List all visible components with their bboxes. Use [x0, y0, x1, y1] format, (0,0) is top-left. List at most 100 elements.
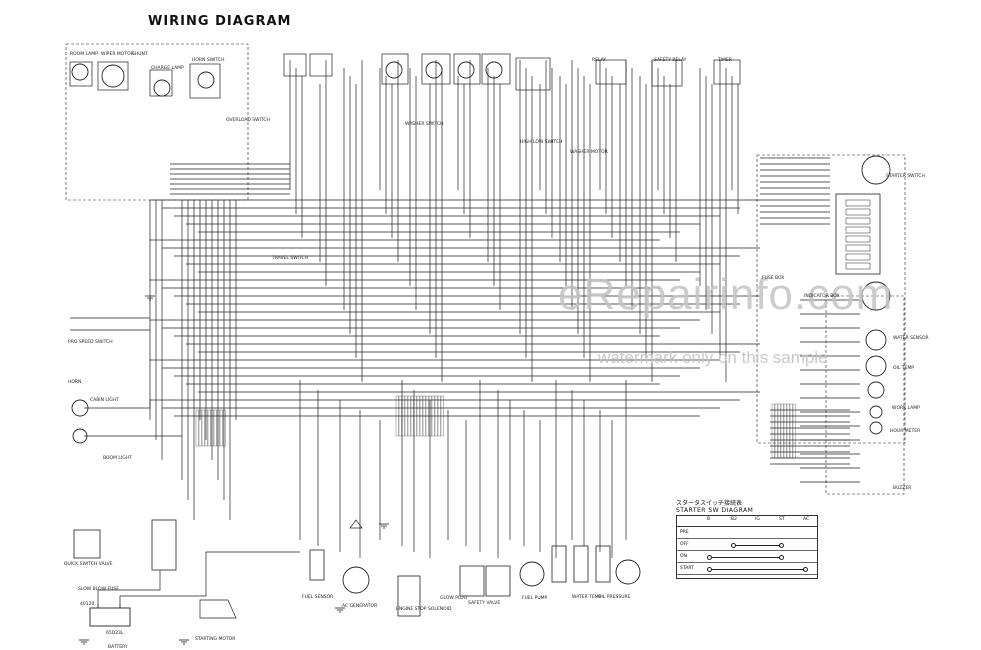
top-connector-box — [595, 59, 627, 85]
label-washer-switch: WASHER SWITCH — [405, 122, 444, 127]
top-connector-box — [97, 61, 129, 91]
label-slow-blow-fuse: SLOW BLOW FUSE — [78, 587, 120, 592]
label-high-low-switch: HIGH LOW SWITCH — [520, 140, 563, 145]
wire — [97, 570, 161, 604]
label-indicator-box: INDICATOR BOX — [804, 294, 840, 299]
connector-pin — [398, 395, 402, 437]
label-safety-valve: SAFETY VALVE — [468, 601, 501, 606]
sw-terminal — [707, 567, 712, 572]
connector-pin — [786, 403, 790, 459]
label-safety-relay: SAFETY RELAY — [654, 58, 687, 63]
connector-pin — [422, 395, 426, 437]
component-circle — [101, 64, 125, 88]
connector-pin — [416, 395, 420, 437]
label-oil-pressure: OIL PRESSURE — [598, 595, 631, 600]
sw-row-off: OFF — [680, 542, 689, 547]
sw-connection — [733, 545, 781, 546]
connector-pin — [792, 403, 796, 459]
connector-pin — [434, 395, 438, 437]
top-connector-box — [283, 53, 307, 77]
label-washer-motor: WASHER MOTOR — [570, 150, 608, 155]
connector-pin — [195, 409, 199, 447]
starter-switch-title-en: STARTER SW DIAGRAM — [676, 507, 754, 514]
sw-terminal — [731, 543, 736, 548]
sw-col-b2: B2 — [731, 517, 737, 522]
label-ac-generator: AC GENERATOR — [342, 604, 378, 609]
sensor-box — [551, 545, 567, 583]
top-connector-box — [189, 63, 221, 99]
label-battery-spec: 65D23L — [106, 631, 124, 636]
connector-pin — [431, 395, 435, 437]
connector-pin — [401, 395, 405, 437]
wire — [84, 400, 151, 409]
sw-row-line — [677, 550, 817, 551]
top-connector-box — [651, 59, 683, 87]
component-circle — [197, 71, 215, 89]
label-wiper-motor: WIPER MOTOR — [101, 52, 134, 57]
starter-switch-title-ja: スタータスイッチ接続表 — [676, 500, 743, 507]
fuse — [845, 199, 871, 207]
top-connector-box — [69, 61, 93, 87]
fuse — [845, 208, 871, 216]
label-fuel-pump: FUEL PUMP — [522, 596, 548, 601]
connector-pin — [419, 395, 423, 437]
connector-pin — [216, 409, 220, 447]
connector-pin — [440, 395, 444, 437]
sw-row-start: START — [680, 566, 694, 571]
connector-pin — [204, 409, 208, 447]
component-circle — [869, 421, 883, 435]
sw-connection — [709, 557, 781, 558]
top-connector-box — [481, 53, 511, 85]
connector-pin — [774, 403, 778, 459]
component-circle — [869, 405, 883, 419]
label-battery: BATTERY — [108, 645, 128, 650]
connector-pin — [777, 403, 781, 459]
component-circle — [519, 561, 545, 587]
connector-pin — [198, 409, 202, 447]
connector-pin — [201, 409, 205, 447]
dashed-frame-right — [756, 154, 906, 444]
sw-row-line — [677, 574, 817, 575]
watermark-main: eRepairinfo.com — [558, 270, 894, 319]
watermark-sub: watermark only on this sample — [598, 348, 828, 367]
connector-pin — [437, 395, 441, 437]
component-circle — [485, 61, 503, 79]
label-horn: HORN — [68, 380, 82, 385]
label-overload-switch: OVERLOAD SWITCH — [226, 118, 270, 123]
connector-pin — [413, 395, 417, 437]
connector-pin — [407, 395, 411, 437]
connector-pin — [219, 409, 223, 447]
top-connector-box — [381, 53, 409, 85]
component-circle — [861, 281, 891, 311]
component-circle — [425, 61, 443, 79]
sensor-box — [151, 519, 177, 571]
dashed-frame-cabin — [65, 43, 249, 201]
label-fuse-box: FUSE BOX — [762, 276, 785, 281]
wire — [119, 551, 300, 604]
component-circle — [385, 61, 403, 79]
sw-col-b: B — [707, 517, 711, 522]
sw-col-ac: AC — [803, 517, 810, 522]
label-travel-switch: TRAVEL SWITCH — [272, 256, 308, 261]
component-circle — [71, 63, 89, 81]
diode — [349, 519, 363, 529]
component-circle — [72, 428, 88, 444]
label-buzzer: BUZZER — [893, 486, 912, 491]
component-circle — [615, 559, 641, 585]
top-connector-box — [309, 53, 333, 77]
sensor-box — [459, 565, 485, 597]
top-connector-box — [515, 57, 551, 91]
fuse — [845, 262, 871, 270]
label-water-temp: WATER TEMP — [572, 595, 602, 600]
label-quick-switch-valve: QUICK SWITCH VALVE — [64, 562, 113, 567]
top-connector-box — [713, 59, 741, 85]
label-timer: TIMER — [718, 58, 732, 63]
connector-pin — [207, 409, 211, 447]
sensor-box — [485, 565, 511, 597]
sensor-box — [397, 575, 421, 617]
connector-pin — [213, 409, 217, 447]
sw-connection — [709, 569, 805, 570]
component-circle — [867, 381, 885, 399]
